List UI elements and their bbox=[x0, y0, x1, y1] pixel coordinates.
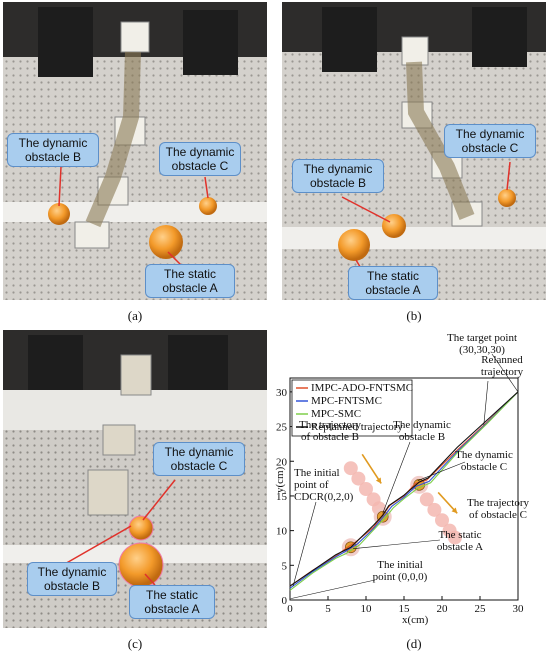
scene-c bbox=[3, 330, 267, 628]
callout-c-obstacle-a: The static obstacle A bbox=[129, 585, 215, 619]
x-tick-label: 25 bbox=[475, 603, 487, 615]
obstacle-b-path-marker bbox=[343, 461, 358, 476]
caption-a: (a) bbox=[127, 308, 143, 323]
scene-b bbox=[282, 2, 546, 300]
caption-b: (b) bbox=[406, 308, 422, 323]
annotation-leader bbox=[417, 461, 466, 481]
y-tick-label: 25 bbox=[276, 422, 288, 434]
obstacle-c-direction-arrow-head bbox=[451, 507, 458, 514]
callout-c-obstacle-c: The dynamic obstacle C bbox=[153, 442, 245, 476]
legend-label: Replanned trajectory bbox=[311, 421, 403, 433]
obstacle-b-path-marker bbox=[359, 482, 373, 496]
series-line-3 bbox=[289, 391, 519, 587]
obstacle-b-path-marker bbox=[351, 471, 366, 486]
legend-box bbox=[291, 379, 413, 437]
annotation-leader bbox=[353, 539, 441, 549]
y-axis-label: y(cm) bbox=[274, 466, 286, 493]
obstacle-c-path-marker bbox=[447, 530, 462, 545]
obstacle-b-direction-arrow-head bbox=[375, 477, 382, 484]
annotation-leader bbox=[292, 501, 317, 587]
obstacle-a-ball bbox=[149, 225, 183, 259]
chart-annotation: The target point(30,30,30) bbox=[447, 332, 517, 356]
y-tick-label: 10 bbox=[276, 526, 288, 538]
y-tick-label: 0 bbox=[282, 595, 288, 607]
legend-label: MPC-FNTSMC bbox=[311, 395, 382, 407]
x-tick-label: 15 bbox=[399, 603, 411, 615]
y-tick-label: 30 bbox=[276, 387, 288, 399]
obstacle-c-path-marker bbox=[435, 513, 449, 528]
chart-obstacles bbox=[341, 453, 462, 557]
annotation-leader bbox=[290, 579, 376, 599]
chart-legend: IMPC-ADO-FNTSMCMPC-FNTSMCMPC-SMCReplanne… bbox=[291, 379, 413, 437]
photo-panel-a: The dynamic obstacle B The dynamic obsta… bbox=[3, 2, 267, 300]
chart-panel-d: 0 5 10 15 20 25 30 0 5 10 15 20 25 30 IMPC-ADO-FNTSMC… bbox=[270, 330, 550, 630]
x-tick-label: 20 bbox=[437, 603, 449, 615]
annotation-leader bbox=[483, 380, 489, 426]
y-tick-label: 5 bbox=[282, 560, 288, 572]
chart-series bbox=[289, 391, 519, 591]
obstacle-b-direction-arrow bbox=[361, 453, 382, 484]
callout-a-obstacle-c: The dynamic obstacle C bbox=[159, 142, 241, 176]
obstacle-c-path-marker bbox=[427, 502, 442, 517]
series-line-2 bbox=[289, 391, 519, 591]
legend-label: IMPC-ADO-FNTSMC bbox=[311, 382, 413, 394]
x-tick-label: 0 bbox=[287, 603, 293, 615]
x-tick-label: 30 bbox=[513, 603, 525, 615]
callout-a-obstacle-b: The dynamic obstacle B bbox=[7, 133, 99, 167]
callout-b-obstacle-a: The static obstacle A bbox=[348, 266, 438, 300]
annotation-leader bbox=[382, 441, 411, 514]
annotation-leader bbox=[491, 353, 519, 393]
trajectory-chart: 0 5 10 15 20 25 30 0 5 10 15 20 25 30 IMPC-ADO-FNTSMC… bbox=[274, 332, 529, 626]
caption-c: (c) bbox=[127, 636, 143, 651]
y-tick-label: 15 bbox=[276, 491, 288, 503]
obstacle-c-ball bbox=[199, 197, 217, 215]
series-line-1 bbox=[289, 391, 519, 589]
callout-b-obstacle-b: The dynamic obstacle B bbox=[292, 159, 384, 193]
obstacle-c-path-marker bbox=[419, 492, 434, 507]
y-tick-label: 20 bbox=[276, 456, 288, 468]
obstacle-b-ball bbox=[48, 203, 70, 225]
callout-c-obstacle-b: The dynamic obstacle B bbox=[27, 562, 117, 596]
x-tick-label: 10 bbox=[361, 603, 373, 615]
callout-b-obstacle-c: The dynamic obstacle C bbox=[444, 124, 536, 158]
callout-a-obstacle-a: The static obstacle A bbox=[145, 264, 235, 298]
photo-panel-b: The dynamic obstacle C The dynamic obsta… bbox=[282, 2, 546, 300]
x-tick-label: 5 bbox=[325, 603, 331, 615]
caption-d: (d) bbox=[406, 636, 422, 651]
photo-panel-c: The dynamic obstacle C The dynamic obsta… bbox=[3, 330, 267, 628]
x-axis-label: x(cm) bbox=[402, 614, 429, 626]
legend-label: MPC-SMC bbox=[311, 408, 361, 420]
